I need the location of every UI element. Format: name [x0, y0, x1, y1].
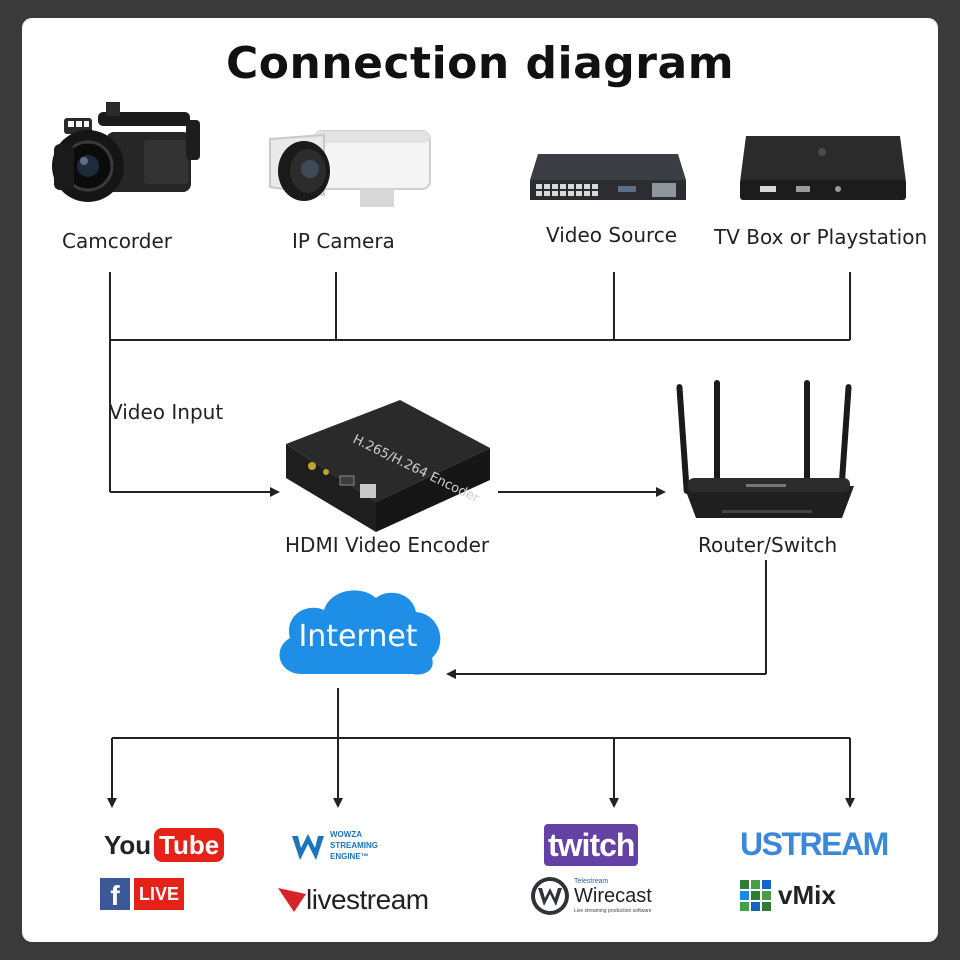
- ustream-text: USTREAM: [740, 826, 889, 862]
- facebook-f-icon: f: [100, 878, 130, 911]
- wirecast-logo: Telestream Wirecast Live streaming produ…: [530, 876, 670, 918]
- nvr-recorder-icon: [530, 154, 686, 200]
- ustream-logo: USTREAM: [740, 826, 896, 864]
- router-label: Router/Switch: [698, 533, 838, 557]
- livestream-logo: livestream: [278, 882, 448, 918]
- camcorder-icon: [52, 102, 200, 202]
- wirecast-tagline: Live streaming production software: [574, 908, 652, 914]
- wowza-line3: ENGINE™: [330, 852, 369, 861]
- encoder-device-icon: H.265/H.264 Encoder: [286, 400, 490, 532]
- wirecast-brand: Telestream: [574, 878, 609, 885]
- youtube-tube-text: Tube: [154, 828, 225, 862]
- camcorder-label: Camcorder: [62, 229, 173, 253]
- facebook-live-logo: f LIVE: [100, 878, 184, 911]
- video-input-label: Video Input: [109, 400, 224, 424]
- facebook-live-text: LIVE: [134, 878, 184, 910]
- livestream-text: livestream: [306, 884, 429, 915]
- wirecast-text: Wirecast: [574, 885, 652, 907]
- twitch-logo: twitch: [544, 824, 668, 868]
- twitch-text: twitch: [544, 824, 639, 866]
- livestream-mark-icon: [278, 888, 306, 912]
- router-icon: [676, 380, 854, 518]
- vmix-logo: vMix: [740, 878, 850, 914]
- wirecast-w-icon: [531, 877, 569, 915]
- vmix-text: vMix: [778, 880, 836, 910]
- wowza-line1: WOWZA: [330, 830, 362, 839]
- tv-box-label: TV Box or Playstation: [714, 225, 928, 249]
- tv-box-icon: [740, 136, 906, 200]
- wowza-w-icon: [292, 834, 324, 860]
- wowza-logo: WOWZA STREAMING ENGINE™: [290, 828, 400, 868]
- video-source-label: Video Source: [546, 223, 678, 247]
- youtube-you-text: You: [104, 830, 152, 860]
- encoder-label: HDMI Video Encoder: [285, 533, 490, 557]
- ip-camera-label: IP Camera: [292, 229, 395, 253]
- vmix-grid-icon: [740, 880, 771, 911]
- page-title: Connection diagram: [225, 38, 735, 89]
- internet-cloud-icon: Internet: [279, 590, 441, 675]
- wowza-line2: STREAMING: [330, 841, 378, 850]
- ip-camera-icon: [269, 130, 431, 207]
- internet-label: Internet: [298, 619, 417, 654]
